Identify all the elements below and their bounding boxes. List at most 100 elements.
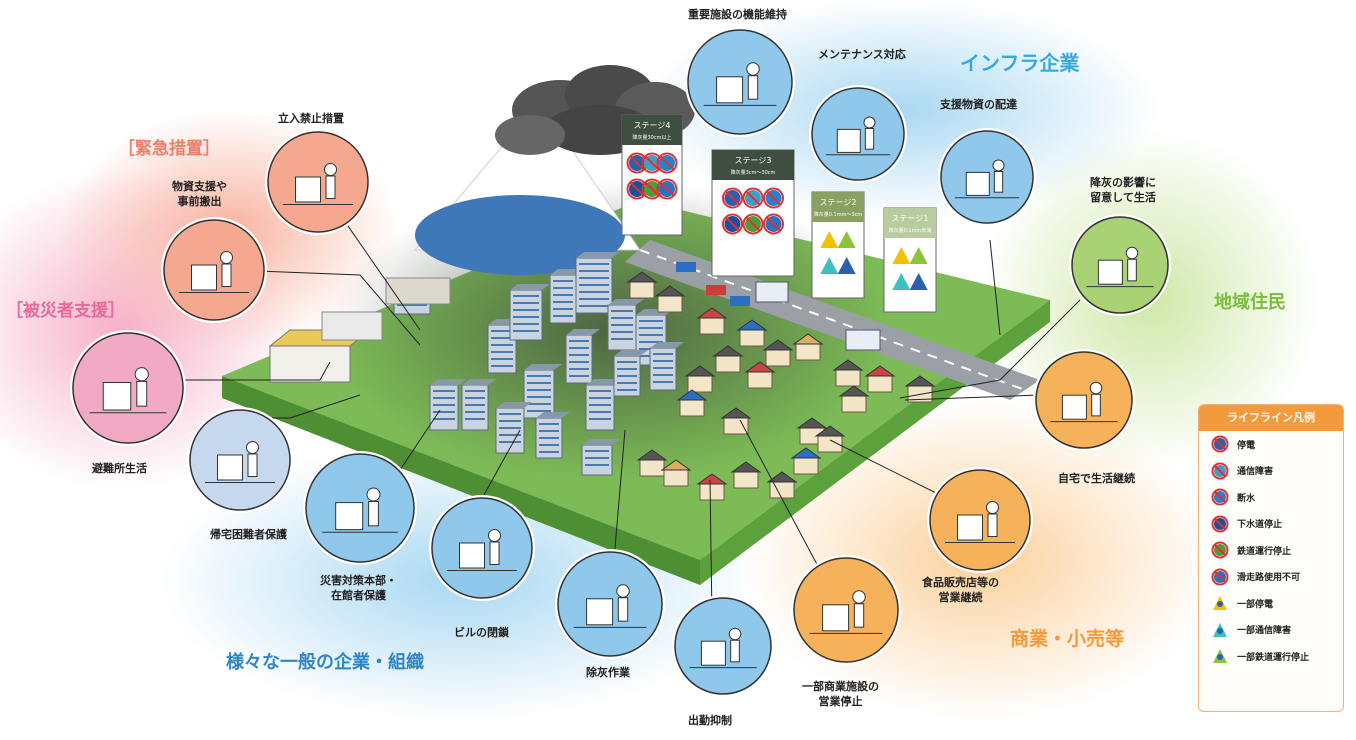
house <box>838 385 870 413</box>
group-infra: インフラ企業 <box>960 51 1080 75</box>
stage-title: ステージ2 <box>820 198 857 207</box>
building <box>461 379 496 431</box>
label-facility-function: 重要施設の機能維持 <box>688 8 787 21</box>
label-stranded-protection: 帰宅困難者保護 <box>210 528 287 541</box>
legend-item-label: 一部停電 <box>1237 599 1274 610</box>
partial-lifeline-icon <box>820 257 839 274</box>
house <box>762 339 794 367</box>
legend-item: 滑走路使用不可 <box>1199 564 1343 591</box>
circle-home-life <box>1033 349 1135 451</box>
circle-disaster-hq <box>303 451 417 565</box>
power-outage-icon <box>1211 435 1229 453</box>
building <box>585 379 622 431</box>
label-entry-ban: 立入禁止措置 <box>278 112 344 125</box>
building <box>535 412 570 459</box>
house <box>636 449 668 477</box>
stage-boards: ステージ4降灰量30cm以上ステージ3降灰量3cm〜30cmステージ2降灰量0.… <box>621 114 937 313</box>
trucks <box>676 262 881 351</box>
house <box>864 365 896 393</box>
label-home-life: 自宅で生活継続 <box>1058 472 1135 485</box>
group-general-companies: 様々な一般の企業・組織 <box>226 652 424 673</box>
legend-title: ライフライン凡例 <box>1199 405 1343 431</box>
house <box>832 359 864 387</box>
stage-title: ステージ3 <box>735 156 772 165</box>
circle-facility-function <box>685 27 795 137</box>
house <box>676 389 708 417</box>
label-disaster-hq-line2: 在館者保護 <box>331 588 386 602</box>
building <box>429 379 466 431</box>
house <box>696 473 728 501</box>
circle-ash-removal <box>555 549 665 659</box>
label-supply-delivery: 支援物資の配達 <box>940 98 1017 111</box>
circle-stranded-protection <box>187 407 293 513</box>
ground-side-left <box>222 376 700 585</box>
legend-item-label: 滑走路使用不可 <box>1237 573 1301 584</box>
building <box>649 342 684 391</box>
comm-failure-icon <box>1211 462 1229 480</box>
legend-item: 通信障害 <box>1199 458 1343 485</box>
house <box>684 365 716 393</box>
house <box>660 459 692 487</box>
partial-outage-icon <box>1213 596 1227 611</box>
label-ash-awareness-line1: 降灰の影響に <box>1090 176 1156 189</box>
legend-item: 一部鉄道運行停止 <box>1199 643 1343 670</box>
label-food-store-line1: 食品販売店等の <box>922 576 999 589</box>
house <box>696 307 728 335</box>
house <box>712 345 744 373</box>
label-shelter-life: 避難所生活 <box>92 462 147 475</box>
building <box>581 439 620 476</box>
house <box>766 471 798 499</box>
building <box>509 284 550 341</box>
label-partial-closure-line1: 一部商業施設の <box>802 680 879 693</box>
rail-stop-icon <box>1211 541 1229 559</box>
partial-lifeline-icon <box>909 273 928 290</box>
legend-item-label: 停電 <box>1237 440 1256 451</box>
label-ash-awareness: 降灰の影響に留意して生活 <box>1090 176 1156 206</box>
legend-item: 一部通信障害 <box>1199 617 1343 644</box>
stage-subtitle: 降灰量0.1mm未満 <box>889 227 932 234</box>
stage-subtitle: 降灰量3cm〜30cm <box>731 169 776 176</box>
house <box>730 461 762 489</box>
legend-item-label: 一部通信障害 <box>1237 626 1292 637</box>
house <box>814 425 846 453</box>
house <box>792 333 824 361</box>
water-outage-icon <box>1211 488 1229 506</box>
partial-rail-icon <box>1213 649 1227 664</box>
building <box>575 252 620 314</box>
label-food-store-line2: 営業継続 <box>938 590 983 604</box>
house <box>720 407 752 435</box>
label-supplies-transport: 物資支援や事前搬出 <box>172 180 227 210</box>
legend-item: 断水 <box>1199 484 1343 511</box>
partial-lifeline-icon <box>892 273 911 290</box>
partial-lifeline-icon <box>820 231 839 248</box>
building <box>613 350 648 397</box>
stage-title: ステージ4 <box>634 121 671 130</box>
house <box>654 285 686 313</box>
circle-building-closure <box>429 495 535 601</box>
partial-lifeline-icon <box>909 247 928 264</box>
group-residents: 地域住民 <box>1214 292 1286 313</box>
houses <box>626 271 936 501</box>
stage-board: ステージ3 降灰量3cm〜30cm <box>711 149 795 277</box>
group-emergency: ［緊急措置］ <box>118 139 220 159</box>
building <box>549 269 584 324</box>
partial-lifeline-icon <box>837 231 856 248</box>
building <box>607 299 644 351</box>
label-supplies-transport-line2: 事前搬出 <box>177 194 222 208</box>
house <box>736 319 768 347</box>
label-food-store: 食品販売店等の営業継続 <box>922 576 999 606</box>
label-disaster-hq: 災害対策本部・在館者保護 <box>320 574 397 604</box>
label-supplies-transport-line1: 物資支援や <box>172 180 227 193</box>
sewer-stop-icon <box>1211 515 1229 533</box>
label-building-closure: ビルの閉鎖 <box>454 626 509 639</box>
mountain-base <box>415 195 625 275</box>
lifeline-legend: ライフライン凡例 停電通信障害断水下水道停止鉄道運行停止滑走路使用不可一部停電一… <box>1198 404 1344 712</box>
group-victim-support: ［被災者支援］ <box>6 301 125 321</box>
runway-closed-icon <box>1211 568 1229 586</box>
circle-partial-closure <box>791 555 901 665</box>
